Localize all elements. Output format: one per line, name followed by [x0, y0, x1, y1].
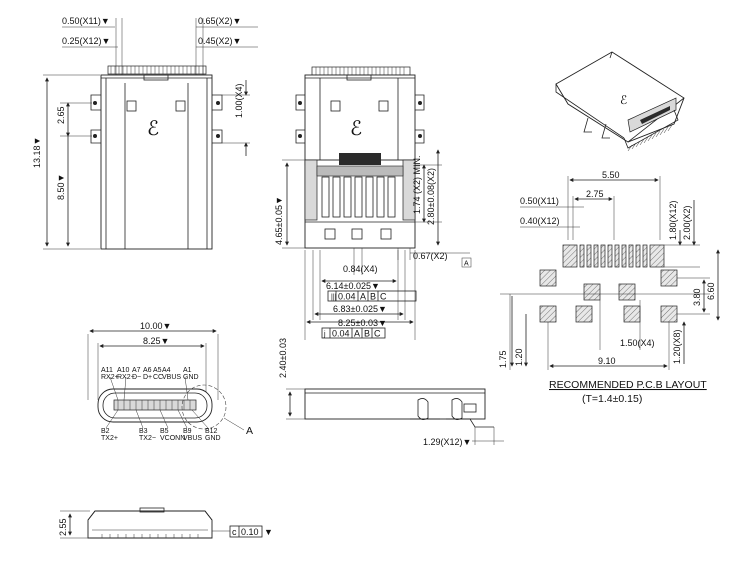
fcf-2: j 0.04 A B C: [321, 327, 386, 339]
pcb-left-b: 1.20: [514, 348, 524, 366]
bottom-height: 2.55: [58, 518, 68, 536]
svg-text:A6D+: A6D+: [143, 367, 152, 381]
pcb-pad-row: [562, 244, 665, 268]
lower-length: 8.50▼: [56, 174, 66, 200]
pcb-thickness: (T=1.4±0.15): [582, 393, 642, 405]
pin-width: 0.84(X4): [343, 264, 378, 274]
pcb-span: 9.10: [598, 356, 616, 366]
right-dim: 0.67(X2): [413, 251, 448, 261]
svg-text:0.10: 0.10: [241, 527, 259, 537]
top-view: 0.50(X11)▼ 0.25(X12)▼ 0.65(X2)▼ 0.45(X2)…: [32, 16, 258, 250]
iso-logo-mark: ℰ: [620, 93, 627, 107]
datum-tag: A: [464, 261, 469, 268]
svg-text:0.04: 0.04: [332, 329, 350, 339]
upper-length: 2.65: [56, 106, 66, 124]
svg-text:C: C: [380, 292, 387, 302]
svg-text:B: B: [364, 329, 370, 339]
width-1: 6.14±0.025▼: [326, 281, 380, 291]
top-right-a: 0.65(X2)▼: [198, 16, 241, 26]
pcb-pad-length: 1.80(X12): [668, 200, 678, 240]
tab-length: 1.00(X4): [234, 83, 244, 118]
svg-text:A7D−: A7D−: [132, 367, 141, 381]
svg-text:C: C: [374, 329, 381, 339]
pcb-pad-width: 0.40(X12): [520, 216, 560, 226]
pcb-overall-width: 5.50: [602, 170, 620, 180]
side-view: 2.40±0.03 1.29(X12)▼: [278, 338, 504, 447]
pcb-title: RECOMMENDED P.C.B LAYOUT: [549, 379, 707, 391]
pin-len: 1.74 (X2) MIN.: [412, 155, 422, 214]
pcb-row-gap: 3.80: [692, 288, 702, 306]
pin-len-2: 2.80±0.08(X2): [426, 168, 436, 225]
pcb-pad-length-2: 2.00(X2): [682, 205, 692, 240]
width-2: 6.83±0.025▼: [333, 304, 387, 314]
side-height: 2.40±0.03: [278, 338, 288, 378]
top-pins: [107, 65, 207, 75]
svg-text:c: c: [232, 527, 237, 537]
overall-length: 13.18▼: [32, 137, 42, 168]
svg-text:A: A: [354, 329, 360, 339]
flatness-fcf: c 0.10 ▼: [229, 525, 273, 538]
front-inner-width: 8.25▼: [143, 336, 169, 346]
svg-text:B: B: [370, 292, 376, 302]
front-outer-width: 10.00▼: [140, 321, 171, 331]
center-contacts: [321, 176, 396, 218]
pcb-holes: [539, 269, 678, 323]
top-pitch-a: 0.25(X12)▼: [62, 36, 110, 46]
pcb-layout: 5.50 2.75 0.50(X11) 0.40(X12) 1.80(X12): [498, 170, 720, 405]
pcb-hole-height: 1.20(X8): [672, 329, 682, 364]
bottom-view: 2.55 c 0.10 ▼: [58, 507, 273, 539]
brand-logo-mark-2: ℰ: [350, 118, 362, 140]
center-view: ℰ 4.65±0.05▼ 1.74 (X2) MIN. 2.80±0.08(X: [274, 66, 472, 340]
top-right-b: 0.45(X2)▼: [198, 36, 241, 46]
pcb-total-height: 6.60: [706, 282, 716, 300]
side-tail-length: 1.29(X12)▼: [423, 437, 471, 447]
svg-text:0.04: 0.04: [338, 292, 356, 302]
pcb-pitch-width: 2.75: [586, 189, 604, 199]
brand-logo-mark: ℰ: [147, 118, 159, 140]
svg-text:▼: ▼: [264, 527, 273, 537]
mid-height: 4.65±0.05▼: [274, 196, 284, 245]
top-pitch-b: 0.50(X11)▼: [62, 16, 110, 26]
detail-tag-a: A: [246, 425, 253, 437]
fcf-1: ||| 0.04 A B C: [327, 290, 417, 302]
isometric-view: ℰ: [555, 51, 685, 152]
svg-text:A: A: [360, 292, 366, 302]
svg-text:j: j: [323, 331, 326, 338]
width-3: 8.25±0.03▼: [338, 318, 387, 328]
svg-text:|||: |||: [331, 294, 337, 301]
pcb-pad-pitch: 0.50(X11): [520, 196, 559, 206]
pcb-left-a: 1.75: [498, 350, 508, 368]
pcb-hole-width: 1.50(X4): [620, 338, 655, 348]
